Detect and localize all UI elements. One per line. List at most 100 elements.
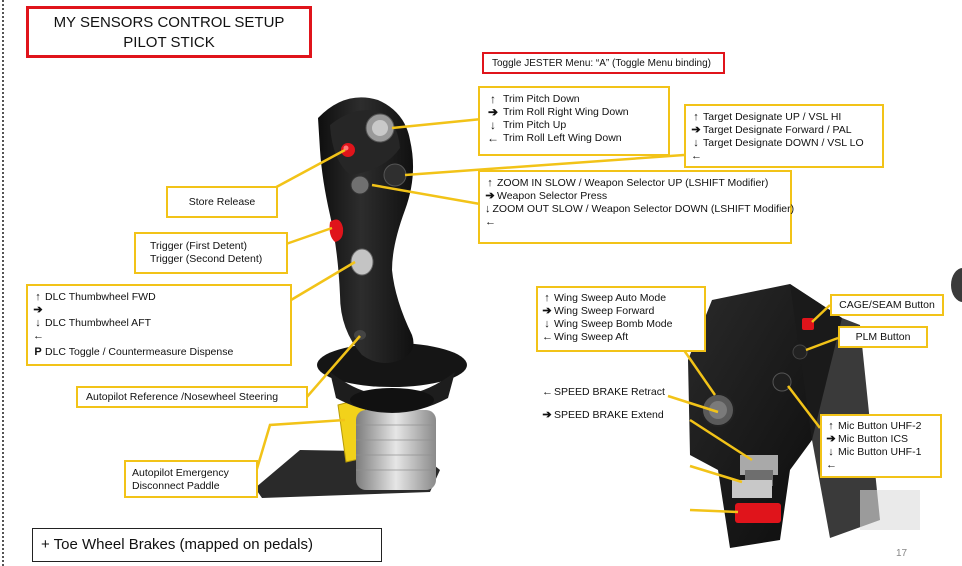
press-p-icon: P	[34, 346, 42, 358]
arrow-left-icon: ←	[542, 386, 553, 398]
trigger-first-detent-label: Trigger (First Detent)	[150, 240, 248, 252]
dlc-thumbwheel	[350, 248, 374, 276]
dlc-row-down: ↓ DLC Thumbwheel AFT	[33, 317, 290, 330]
speed-brake-callout: ←SPEED BRAKE Retract ➔SPEED BRAKE Extend	[536, 380, 670, 430]
dlc-label: DLC Toggle / Countermeasure Dispense	[45, 346, 234, 358]
weapon-selector-hat	[350, 175, 370, 195]
autopilot-emergency-line-1: Autopilot Emergency	[132, 467, 229, 479]
cage-seam-label: CAGE/SEAM Button	[839, 299, 935, 311]
trigger-callout: Trigger (First Detent) Trigger (Second D…	[134, 232, 288, 274]
trigger	[329, 219, 344, 242]
dlc-row-up: ↑DLC Thumbwheel FWD	[33, 291, 290, 304]
mic-row-right: ➔Mic Button ICS	[826, 433, 940, 446]
mic-row-down: ↓Mic Button UHF-1	[826, 446, 940, 459]
mic-button-callout: ↑ Mic Button UHF-2 ➔Mic Button ICS ↓Mic B…	[820, 414, 942, 478]
trim-row-left: ← Trim Roll Left Wing Down	[486, 132, 668, 145]
wing-row-down: ↓ Wing Sweep Bomb Mode	[542, 318, 704, 331]
arrow-down-icon: ↓	[693, 137, 699, 149]
ws-row-down: ↓ZOOM OUT SLOW / Weapon Selector DOWN (L…	[485, 203, 794, 216]
mic-button-knob	[772, 372, 792, 392]
weapon-selector-callout: ↑ZOOM IN SLOW / Weapon Selector UP (LSHI…	[478, 170, 794, 244]
wing-sweep-callout: ↑Wing Sweep Auto Mode ➔Wing Sweep Forwar…	[536, 286, 706, 352]
arrow-up-icon: ↑	[828, 420, 834, 432]
td-row-right: ➔Target Designate Forward / PAL	[691, 124, 882, 137]
speed-brake-retract-label: SPEED BRAKE Retract	[554, 386, 665, 398]
side-scroll-tab	[951, 268, 962, 302]
dotted-edge	[2, 0, 4, 566]
title-line-2: PILOT STICK	[123, 34, 215, 51]
speed-brake-retract-row: ←SPEED BRAKE Retract	[542, 386, 670, 399]
wing-label: Wing Sweep Auto Mode	[554, 292, 667, 304]
target-designate-hat	[383, 163, 407, 187]
wing-label: Wing Sweep Forward	[554, 305, 655, 317]
jester-toggle-label: Toggle JESTER Menu: “A” (Toggle Menu bin…	[492, 58, 711, 69]
arrow-up-icon: ↑	[693, 111, 699, 123]
target-designate-callout: ↑ Target Designate UP / VSL HI ➔Target De…	[684, 104, 884, 168]
dlc-row-left: ←	[33, 330, 290, 343]
arrow-up-icon: ↑	[544, 292, 550, 304]
arrow-left-icon: ←	[487, 131, 499, 145]
autopilot-reference-label: Autopilot Reference /Nosewheel Steering	[86, 391, 279, 403]
store-release-callout: Store Release	[166, 186, 278, 218]
arrow-left-icon: ←	[485, 216, 496, 228]
cage-seam-callout: CAGE/SEAM Button	[830, 294, 944, 316]
mic-label: Mic Button UHF-1	[838, 446, 922, 458]
jester-toggle-callout: Toggle JESTER Menu: “A” (Toggle Menu bin…	[482, 52, 725, 74]
cage-seam-red-button	[802, 318, 814, 330]
arrow-down-icon: ↓	[544, 318, 550, 330]
plm-label: PLM Button	[855, 331, 911, 343]
arrow-down-icon: ↓	[35, 317, 41, 329]
dlc-row-right: ➔	[33, 304, 290, 317]
td-row-down: ↓ Target Designate DOWN / VSL LO	[691, 137, 882, 150]
ws-row-right: ➔Weapon Selector Press	[485, 190, 790, 203]
autopilot-emergency-callout: Autopilot Emergency Disconnect Paddle	[124, 460, 258, 498]
arrow-down-icon: ↓	[485, 203, 491, 215]
store-release-label: Store Release	[188, 196, 256, 208]
trim-hat-callout: ↑Trim Pitch Down ➔Trim Roll Right Wing D…	[478, 86, 670, 156]
trim-row-right: ➔Trim Roll Right Wing Down	[486, 106, 668, 119]
arrow-left-icon: ←	[542, 331, 553, 343]
speed-brake-extend-row: ➔SPEED BRAKE Extend	[542, 409, 670, 422]
stick-base-cup	[317, 343, 467, 387]
toe-wheel-brakes-note: + Toe Wheel Brakes (mapped on pedals)	[32, 528, 382, 562]
mic-row-up: ↑ Mic Button UHF-2	[826, 420, 940, 433]
td-label: Target Designate Forward / PAL	[703, 124, 852, 136]
speed-brake-extend-label: SPEED BRAKE Extend	[554, 409, 664, 421]
wing-label: Wing Sweep Aft	[554, 331, 629, 343]
toe-wheel-brakes-label: + Toe Wheel Brakes (mapped on pedals)	[41, 536, 313, 553]
trim-row-up: ↑Trim Pitch Down	[486, 93, 668, 106]
wing-label: Wing Sweep Bomb Mode	[554, 318, 673, 330]
arrow-right-icon: ➔	[691, 124, 701, 136]
autopilot-emergency-line-2: Disconnect Paddle	[132, 480, 220, 492]
trim-label: Trim Roll Left Wing Down	[503, 132, 622, 144]
wing-row-left: ←Wing Sweep Aft	[542, 331, 704, 344]
mic-row-left: ←	[826, 459, 940, 472]
mic-label: Mic Button ICS	[838, 433, 909, 445]
mic-label: Mic Button UHF-2	[838, 420, 922, 432]
dlc-thumbwheel-callout: ↑DLC Thumbwheel FWD ➔ ↓ DLC Thumbwheel AF…	[26, 284, 292, 366]
arrow-right-icon: ➔	[33, 304, 43, 316]
ws-row-left: ←	[485, 216, 790, 229]
arrow-down-icon: ↓	[490, 118, 496, 132]
arrow-right-icon: ➔	[485, 190, 495, 202]
page-title: MY SENSORS CONTROL SETUP PILOT STICK	[26, 6, 312, 58]
td-label: Target Designate DOWN / VSL LO	[703, 137, 864, 149]
plm-callout: PLM Button	[838, 326, 928, 348]
arrow-left-icon: ←	[33, 330, 44, 342]
wing-row-up: ↑ Wing Sweep Auto Mode	[542, 292, 704, 305]
metal-collar	[356, 410, 436, 490]
arrow-right-icon: ➔	[542, 409, 552, 421]
trim-label: Trim Roll Right Wing Down	[503, 106, 629, 118]
trim-label: Trim Pitch Up	[503, 119, 567, 131]
page-number: 17	[896, 548, 908, 559]
autopilot-reference-callout: Autopilot Reference /Nosewheel Steering	[76, 386, 308, 408]
arrow-left-icon: ←	[691, 150, 702, 162]
td-label: Target Designate UP / VSL HI	[703, 111, 842, 123]
panel-red-button	[735, 503, 781, 523]
td-row-left: ←	[691, 150, 882, 163]
dlc-label: DLC Thumbwheel AFT	[45, 317, 152, 329]
trim-row-down: ↓ Trim Pitch Up	[486, 119, 668, 132]
dlc-label: DLC Thumbwheel FWD	[45, 291, 156, 303]
